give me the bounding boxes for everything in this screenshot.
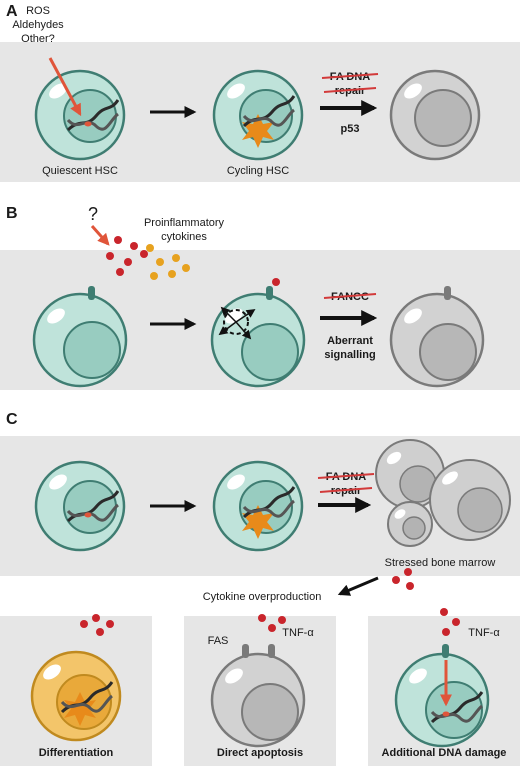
cycling-hsc-cell	[212, 460, 304, 552]
fas-receptor-icon	[242, 644, 249, 658]
cytokine-dot	[182, 264, 190, 272]
source-ros-label: ROS	[26, 5, 50, 17]
direct-apoptosis-label: Direct apoptosis	[217, 747, 303, 759]
cycling-hsc-label: Cycling HSC	[227, 165, 289, 177]
cytokine-dot	[140, 250, 148, 258]
panel-a-letter: A	[6, 3, 18, 20]
dna-helix-icon	[66, 99, 120, 132]
panel-b: B ? Proinflammatory cytokines	[0, 204, 520, 390]
dna-damage-cell	[394, 608, 490, 748]
dna-break-star-icon	[242, 114, 274, 148]
cytokine-dot	[452, 618, 460, 626]
signalling-hub-icon	[223, 309, 249, 335]
cytokine-overproduction-label: Cytokine overproduction	[203, 591, 322, 603]
apoptosis-cell	[210, 614, 306, 748]
dna-helix-icon	[66, 490, 120, 523]
quiescent-hsc-cell	[34, 460, 126, 552]
panel-a: A ROS Aldehydes Other? Quiescent HSC	[0, 3, 520, 182]
cytokine-dot	[80, 620, 88, 628]
cytokine-dot	[404, 568, 412, 576]
cytokine-dot	[440, 608, 448, 616]
cytokine-dot	[124, 258, 132, 266]
cytokine-dot	[146, 244, 154, 252]
cytokine-dot	[150, 272, 158, 280]
strike-through-line	[321, 73, 379, 79]
dna-lesion-icon	[84, 512, 92, 518]
cytokine-dot	[106, 252, 114, 260]
dna-helix-icon	[242, 486, 296, 519]
panel-b-letter: B	[6, 205, 18, 222]
tnf-alpha-label: TNF-α	[282, 627, 314, 639]
strike-through-line	[319, 487, 373, 493]
cytokine-dot	[406, 582, 414, 590]
cytokine-dot	[114, 236, 122, 244]
depleted-grey-cell	[389, 69, 481, 161]
receptor-icon	[88, 286, 95, 300]
cytokine-dot	[92, 614, 100, 622]
differentiation-label: Differentiation	[39, 747, 114, 759]
receptor-icon	[444, 286, 451, 300]
unknown-trigger-question-mark: ?	[88, 204, 98, 224]
cytokine-cluster	[106, 236, 190, 280]
dna-helix-icon	[242, 95, 296, 128]
tnf-receptor-icon	[268, 644, 275, 658]
strike-through-line	[317, 473, 375, 479]
aberrant-label: Aberrant	[327, 335, 373, 347]
cytokine-dot	[172, 254, 180, 262]
dna-lesion-icon	[442, 711, 450, 717]
cytokine-dot	[130, 242, 138, 250]
bound-cytokine-dot	[272, 278, 280, 286]
strike-through-line	[323, 87, 377, 93]
released-cytokines	[392, 568, 414, 590]
proinflammatory-label: Proinflammatory	[144, 217, 225, 229]
arrow-cytokine-overproduction	[337, 576, 379, 596]
cytokine-dot	[278, 616, 286, 624]
trigger-arrow	[90, 225, 110, 246]
signalling-arrows-icon	[218, 306, 256, 340]
tnf-alpha-label-2: TNF-α	[468, 627, 500, 639]
fas-label: FAS	[208, 635, 229, 647]
grey-cell-with-receptor	[389, 286, 485, 388]
cytokine-dot	[116, 268, 124, 276]
cytokine-dot	[96, 628, 104, 636]
dna-break-star-icon	[64, 692, 96, 726]
cytokines-label: cytokines	[161, 231, 207, 243]
cytokine-dot	[392, 576, 400, 584]
hsc-cell-with-receptor	[32, 286, 128, 388]
strike-through-line	[323, 293, 377, 299]
p53-label: p53	[341, 123, 360, 135]
dna-helix-icon	[430, 691, 484, 724]
hsc-cell-bound-receptor	[210, 278, 306, 388]
cytokine-dot	[258, 614, 266, 622]
cycling-hsc-cell	[212, 69, 304, 161]
differentiating-cell	[30, 614, 122, 742]
stressed-marrow-cluster	[375, 439, 511, 547]
fa-dna-repair-struck-label-2: repair	[335, 85, 366, 97]
source-aldehydes-label: Aldehydes	[12, 19, 64, 31]
stressed-bone-marrow-label: Stressed bone marrow	[385, 557, 496, 569]
signalling-label: signalling	[324, 349, 375, 361]
panel-c: C FA DNA repair	[0, 411, 520, 766]
cytokine-dot	[106, 620, 114, 628]
dna-helix-icon	[60, 681, 114, 714]
receptor-icon	[442, 644, 449, 658]
cytokine-dot	[442, 628, 450, 636]
cytokine-dot	[168, 270, 176, 278]
damage-source-arrow	[48, 57, 82, 117]
fa-dna-repair-struck-label-2: repair	[331, 485, 362, 497]
panel-c-letter: C	[6, 411, 18, 428]
receptor-icon	[266, 286, 273, 300]
cytokine-dot	[268, 624, 276, 632]
quiescent-hsc-label: Quiescent HSC	[42, 165, 118, 177]
quiescent-hsc-cell	[34, 69, 126, 161]
dna-break-star-icon	[242, 505, 274, 539]
cytokine-dot	[156, 258, 164, 266]
source-other-label: Other?	[21, 33, 55, 45]
additional-dna-damage-label: Additional DNA damage	[382, 747, 507, 759]
dna-lesion-icon	[84, 121, 92, 127]
